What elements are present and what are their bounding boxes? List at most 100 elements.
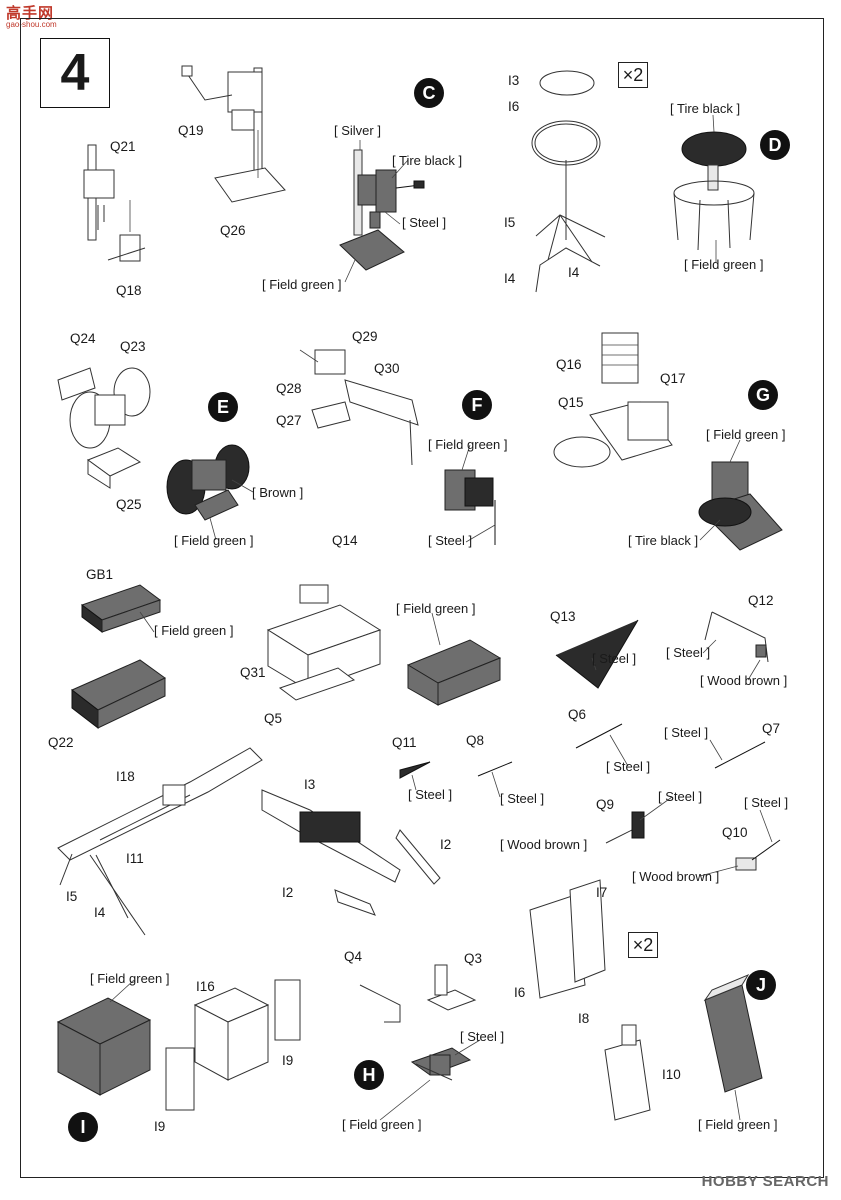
part-label: I2 [282, 885, 294, 900]
rifle-i18-illustration [57, 747, 263, 936]
part-label: Q30 [374, 361, 400, 376]
part-label: Q19 [178, 123, 204, 138]
marker-j: J [746, 970, 776, 1000]
part-label: Q8 [466, 733, 485, 748]
part-label: I7 [596, 885, 608, 900]
page-frame [20, 18, 824, 1178]
vise-f-illustration [444, 469, 496, 545]
jerrycan-exploded-illustration [529, 879, 606, 999]
part-label: Q17 [660, 371, 686, 386]
stool-exploded-illustration [531, 70, 606, 293]
part-label: Q29 [352, 329, 378, 344]
hacksaw-q12-illustration [704, 611, 769, 663]
color-callout: [ Steel ] [428, 533, 473, 548]
part-label: Q14 [332, 533, 358, 548]
part-label: Q13 [550, 609, 576, 624]
marker-e: E [208, 392, 238, 422]
site-logo: 高手网 gao-shou.com [2, 2, 72, 32]
color-callout: [ Steel ] [606, 759, 651, 774]
color-callout: [ Steel ] [744, 795, 789, 810]
jack-h-illustration [410, 1047, 472, 1081]
part-label: Q26 [220, 223, 246, 238]
marker-h: H [354, 1060, 384, 1090]
part-label: I4 [568, 265, 580, 280]
part-label: Q18 [116, 283, 142, 298]
step-number-box: 4 [40, 38, 110, 108]
color-callout: [ Steel ] [592, 651, 637, 666]
toolbox-gb1-illustration [80, 584, 162, 633]
color-callout: [ Field green ] [428, 437, 508, 452]
part-label: Q3 [464, 951, 483, 966]
color-callout: [ Steel ] [664, 725, 709, 740]
color-callout: [ Field green ] [684, 257, 764, 272]
part-label: Q21 [110, 139, 136, 154]
color-callout: [ Field green ] [396, 601, 476, 616]
jack-exploded-illustration [359, 964, 477, 1023]
part-label: Q7 [762, 721, 781, 736]
part-label: Q15 [558, 395, 584, 410]
part-label: Q24 [70, 331, 96, 346]
step-number: 4 [60, 44, 90, 102]
color-callout: [ Field green ] [698, 1117, 778, 1132]
part-label: Q23 [120, 339, 146, 354]
drill-press-exploded-illustration [83, 144, 146, 262]
part-label: I3 [304, 777, 316, 792]
hammer-q9-illustration [605, 811, 645, 844]
part-label: I11 [126, 851, 144, 866]
part-label: I16 [196, 979, 215, 994]
color-callout: [ Wood brown ] [632, 869, 720, 884]
part-label: I10 [662, 1067, 681, 1082]
marker-f: F [462, 390, 492, 420]
part-label: Q22 [48, 735, 74, 750]
part-label: Q25 [116, 497, 142, 512]
part-label: I5 [504, 215, 516, 230]
color-callout: [ Silver ] [334, 123, 381, 138]
part-label: I18 [116, 769, 135, 784]
stool-d-illustration [673, 131, 755, 251]
part-label: Q11 [392, 735, 417, 750]
part-label: I4 [94, 905, 106, 920]
part-label: I4 [504, 271, 516, 286]
leader-lines [109, 114, 773, 1121]
color-callout: [ Steel ] [658, 789, 703, 804]
color-callout: [ Tire black ] [628, 533, 699, 548]
part-label: I6 [508, 99, 520, 114]
part-label: I5 [66, 889, 78, 904]
toolbox-q31-illustration [266, 584, 382, 701]
drill-press-q19-illustration [181, 65, 286, 203]
color-callout: [ Field green ] [154, 623, 234, 638]
color-callout: [ Field green ] [342, 1117, 422, 1132]
part-label: I2 [440, 837, 452, 852]
part-label: Q10 [722, 825, 748, 840]
part-label: Q9 [596, 797, 615, 812]
screwdriver-q6-illustration [575, 723, 623, 749]
part-label: Q6 [568, 707, 587, 722]
color-callout: [ Wood brown ] [700, 673, 788, 688]
part-label: Q28 [276, 381, 302, 396]
watermark: HOBBY SEARCH [701, 1173, 829, 1190]
compressor-g-illustration [698, 461, 783, 551]
part-label: Q31 [240, 665, 266, 680]
site-logo-text: 高手网 [6, 5, 55, 22]
color-callout: [ Steel ] [500, 791, 545, 806]
color-callout: [ Field green ] [90, 971, 170, 986]
part-label: I9 [154, 1119, 166, 1134]
color-callout: [ Tire black ] [392, 153, 463, 168]
machine-gun-i3-illustration [261, 789, 441, 916]
toolbox-q22-illustration [71, 659, 166, 730]
jerrycan-i8-illustration [604, 1024, 651, 1121]
bench-grinder-e-illustration [166, 444, 250, 521]
color-callout: [ Steel ] [408, 787, 453, 802]
compressor-exploded-illustration [553, 332, 673, 468]
part-label: Q16 [556, 357, 582, 372]
multiplier-jerrycan: ×2 [628, 932, 658, 958]
color-callout: [ Steel ] [460, 1029, 505, 1044]
wrench-q8-illustration [477, 761, 513, 777]
part-label: Q27 [276, 413, 302, 428]
color-callout: [ Field green ] [706, 427, 786, 442]
square-q13-illustration [555, 619, 639, 689]
marker-c: C [414, 78, 444, 108]
color-callout: [ Wood brown ] [500, 837, 588, 852]
